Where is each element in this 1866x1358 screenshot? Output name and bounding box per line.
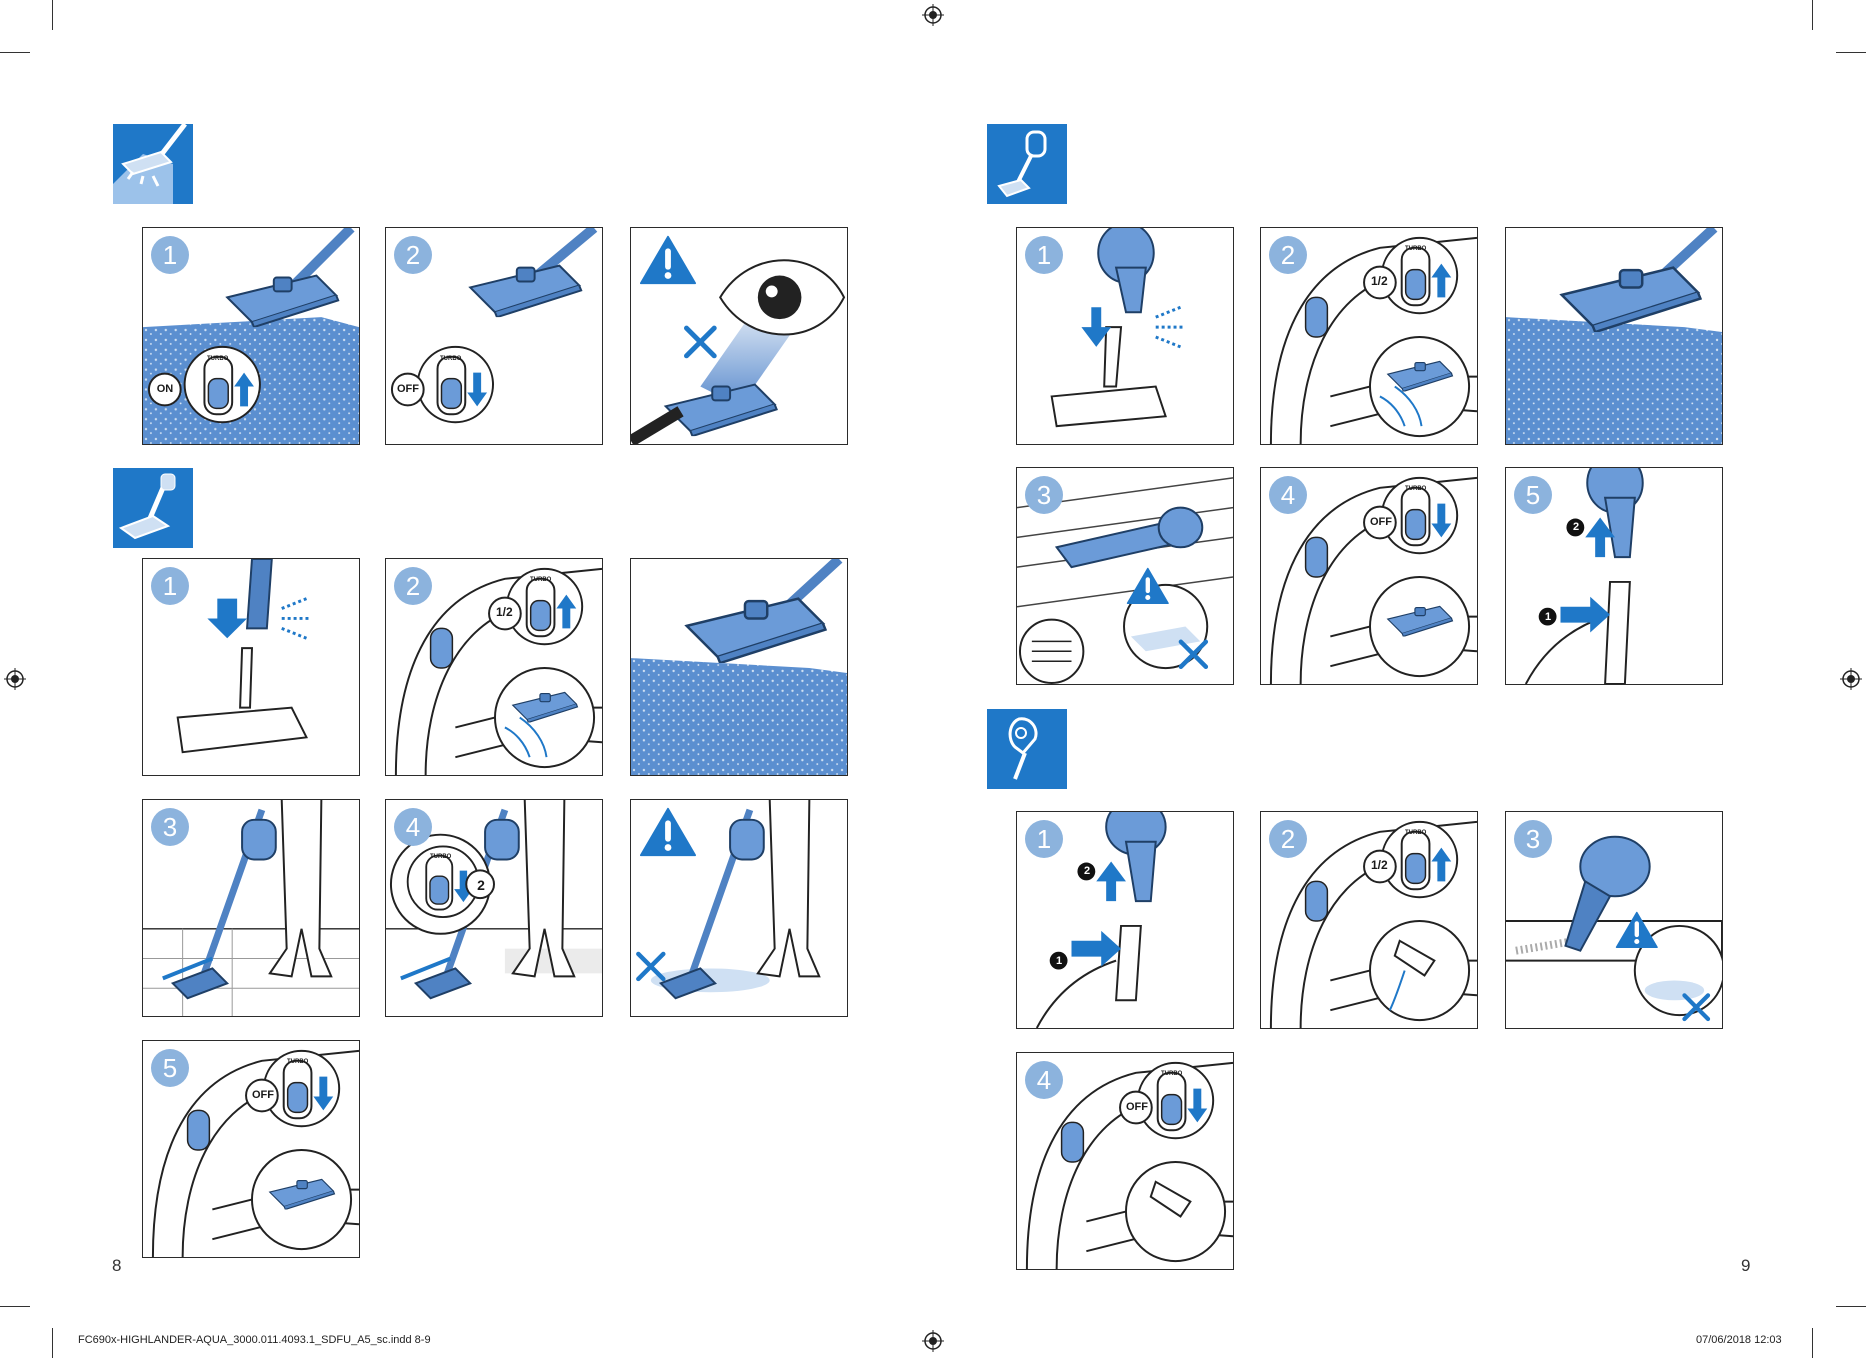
fill-step-4-panel: 4 2 TURBO <box>385 799 603 1017</box>
turbo-label: TURBO <box>530 577 552 583</box>
floor-step-1-panel: 1 ON TURBO <box>142 227 360 445</box>
floor-nozzle-spray-icon <box>113 124 193 204</box>
step-number: 4 <box>394 808 432 846</box>
turbo-label: TURBO <box>287 1059 309 1065</box>
registration-mark-bottom-icon <box>922 1330 944 1352</box>
fraction-label: 1/2 <box>1371 858 1388 872</box>
stick-vacuum-icon <box>113 468 193 548</box>
off-badge: OFF <box>252 1089 274 1101</box>
warning-icon <box>639 806 697 858</box>
crevice-step-4-panel: 4 OFF TURBO <box>1016 1052 1234 1270</box>
step-number: 4 <box>1269 476 1307 514</box>
handheld-spray-panel <box>1505 227 1723 445</box>
step-number: 2 <box>394 236 432 274</box>
handheld-step-5-panel: 5 2 1 <box>1505 467 1723 685</box>
fraction-label: 1/2 <box>1371 274 1388 288</box>
handheld-step-3-panel: 3 <box>1016 467 1234 685</box>
floor-warning-panel <box>630 227 848 445</box>
step-number: 5 <box>1514 476 1552 514</box>
step-number: 4 <box>1025 1061 1063 1099</box>
page-number-right: 9 <box>1741 1256 1751 1275</box>
footer-date-time: 07/06/2018 12:03 <box>1696 1334 1782 1346</box>
step-number: 3 <box>1025 476 1063 514</box>
step-number: 2 <box>394 567 432 605</box>
turbo-label: TURBO <box>1405 246 1427 252</box>
registration-mark-top-icon <box>922 4 944 26</box>
fill-step-1-panel: 1 <box>142 558 360 776</box>
fill-step-2-panel: 2 1/2 TURBO <box>385 558 603 776</box>
step-number: 1 <box>151 567 189 605</box>
crop-mark-bottom-right-v <box>1812 1328 1813 1358</box>
fill-warning-panel <box>630 799 848 1017</box>
off-badge: OFF <box>397 383 419 395</box>
fraction-label: 1/2 <box>496 605 513 619</box>
step-number: 2 <box>1269 820 1307 858</box>
crop-mark-top-right-h <box>1836 52 1866 53</box>
warning-icon <box>1127 568 1171 606</box>
turbo-label: TURBO <box>207 356 229 362</box>
crevice-step-3-panel: 3 <box>1505 811 1723 1029</box>
warning-icon <box>639 234 697 286</box>
crop-mark-top-left-h <box>0 52 30 53</box>
crop-mark-bottom-left-v <box>52 1328 53 1358</box>
floor-step-2-panel: 2 OFF TURBO <box>385 227 603 445</box>
warning-icon <box>1616 912 1660 950</box>
marker-number: 2 <box>1572 521 1580 533</box>
off-badge: OFF <box>1370 516 1392 528</box>
footer-file-name: FC690x-HIGHLANDER-AQUA_3000.011.4093.1_S… <box>78 1334 431 1346</box>
step-number: 1 <box>151 236 189 274</box>
crop-mark-bottom-left-h <box>0 1306 30 1307</box>
turbo-label: TURBO <box>1161 1071 1183 1077</box>
page-number-left: 8 <box>112 1256 122 1275</box>
step-number: 1 <box>1025 236 1063 274</box>
step-number: 5 <box>151 1049 189 1087</box>
marker-number: 2 <box>1083 865 1091 877</box>
step-number: 2 <box>1269 236 1307 274</box>
marker-number: 1 <box>1055 955 1063 967</box>
off-badge: OFF <box>1126 1101 1148 1113</box>
crevice-step-1-panel: 1 2 1 <box>1016 811 1234 1029</box>
fill-step-3-panel: 3 <box>142 799 360 1017</box>
crop-mark-bottom-right-h <box>1836 1306 1866 1307</box>
handheld-with-nozzle-icon <box>987 124 1067 204</box>
crevice-step-2-panel: 2 1/2 TURBO <box>1260 811 1478 1029</box>
handheld-step-4-panel: 4 OFF TURBO <box>1260 467 1478 685</box>
registration-mark-left-icon <box>4 668 26 690</box>
turbo-label: TURBO <box>1405 830 1427 836</box>
step-number: 1 <box>1025 820 1063 858</box>
fill-spray-panel <box>630 558 848 776</box>
step-number: 3 <box>151 808 189 846</box>
handheld-step-1-panel: 1 <box>1016 227 1234 445</box>
on-badge: ON <box>156 383 174 395</box>
turbo-label: TURBO <box>1405 486 1427 492</box>
marker-number: 1 <box>1544 611 1552 623</box>
crop-mark-top-left-v <box>52 0 53 30</box>
turbo-label: TURBO <box>430 854 452 860</box>
handheld-crevice-icon <box>987 709 1067 789</box>
marker-number: 2 <box>477 877 485 893</box>
turbo-label: TURBO <box>440 356 462 362</box>
handheld-step-2-panel: 2 1/2 TURBO <box>1260 227 1478 445</box>
fill-step-5-panel: 5 OFF TURBO <box>142 1040 360 1258</box>
crop-mark-top-right-v <box>1812 0 1813 30</box>
registration-mark-right-icon <box>1840 668 1862 690</box>
step-number: 3 <box>1514 820 1552 858</box>
